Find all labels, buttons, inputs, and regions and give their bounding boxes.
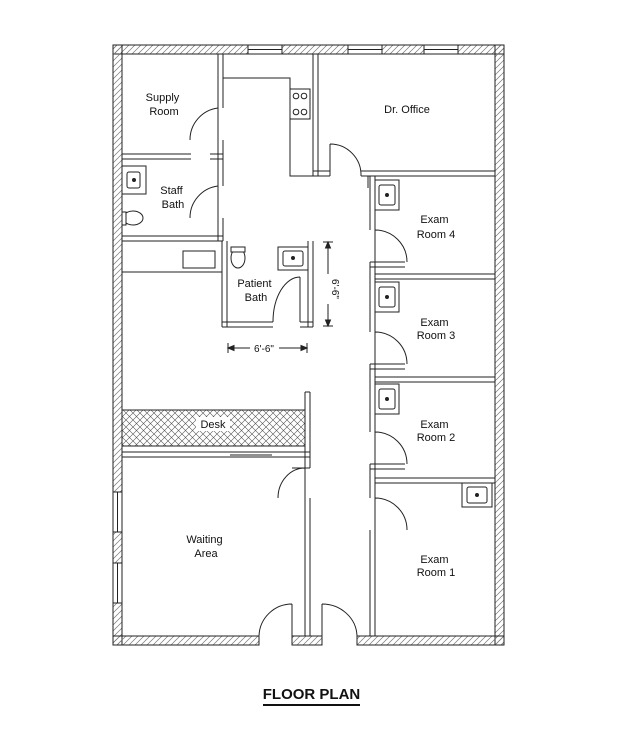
room-label-supply: Supply Room — [146, 92, 183, 118]
desk-label-bg — [196, 417, 230, 431]
dimension-vertical — [323, 240, 333, 328]
room-label-staff-bath: Staff Bath — [160, 185, 186, 211]
room-label-exam-2: Exam Room 2 — [417, 419, 456, 444]
room-label-exam-4: Exam Room 4 — [417, 214, 456, 241]
fixtures — [121, 88, 493, 508]
desk-label: Desk — [200, 419, 226, 431]
windows — [112, 44, 459, 604]
floor-plan-drawing: Desk 6'-6" 6'-6" Supply Room Dr. Office … — [112, 44, 505, 646]
room-label-exam-1: Exam Room 1 — [417, 554, 456, 579]
dimension-horizontal — [226, 343, 309, 353]
room-label-dr-office: Dr. Office — [384, 104, 430, 116]
plan-title-text: FLOOR PLAN — [262, 686, 361, 706]
plan-title: FLOOR PLAN — [0, 686, 623, 706]
room-label-waiting-area: Waiting Area — [186, 534, 225, 560]
interior-walls — [122, 54, 495, 636]
dimension-horizontal-label: 6'-6" — [254, 344, 274, 355]
exterior-walls — [112, 44, 505, 646]
door-swings — [189, 107, 408, 637]
room-label-exam-3: Exam Room 3 — [417, 317, 456, 342]
counter-appliance — [182, 250, 216, 269]
stove-icon — [289, 88, 311, 120]
dimension-vertical-label: 6'-6" — [329, 279, 340, 299]
room-label-patient-bath: Patient Bath — [237, 278, 274, 304]
